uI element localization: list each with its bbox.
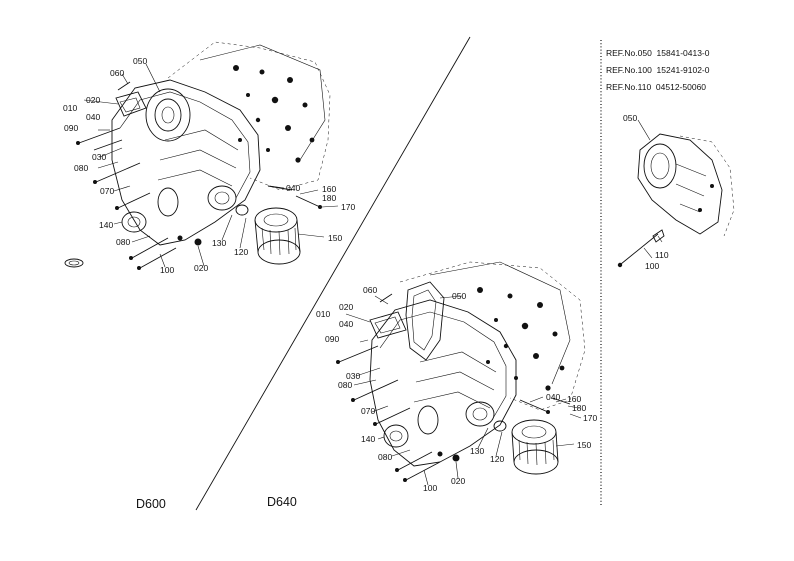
ref-note: REF.No.100 15241-9102-0 [606,65,710,75]
callout-label: 140 [361,434,375,444]
callout-label: 070 [361,406,375,416]
callout-label: 030 [92,152,106,162]
model-label-left: D600 [136,497,166,511]
callout-label: 050 [452,291,466,301]
left-assembly: 010 020 040 060 050 090 030 080 070 140 … [63,41,355,275]
engine-block-texture [233,65,315,163]
callout-label: 070 [100,186,114,196]
callout-label: 020 [451,476,465,486]
callout-label: 040 [546,392,560,402]
callout-label: 080 [378,452,392,462]
callout-label: 050 [133,56,147,66]
callout-label: 040 [339,319,353,329]
callout-label: 110 [655,250,669,260]
callout-label: 080 [74,163,88,173]
callout-label: 130 [470,446,484,456]
callout-label: 040 [286,183,300,193]
left-o-ring [64,258,84,268]
callout-label: 100 [645,261,659,271]
model-label-right: D640 [267,495,297,509]
callout-label: 100 [160,265,174,275]
callout-label: 120 [490,454,504,464]
ref-note: REF.No.050 15841-0413-0 [606,48,710,58]
callout-label: 120 [234,247,248,257]
callout-label: 080 [116,237,130,247]
engine-block-texture [477,287,565,391]
left-leader-lines [83,63,339,268]
diagonal-divider [195,36,471,511]
right-bolts [336,293,571,482]
callout-label: 180 [572,403,586,413]
callout-label: 150 [577,440,591,450]
callout-label: 080 [338,380,352,390]
right-assembly: 060 050 010 020 040 090 030 080 070 140 … [316,261,597,493]
callout-label: 090 [325,334,339,344]
callout-label: 160 [567,394,581,404]
callout-label: 010 [316,309,330,319]
right-oil-filter [511,419,559,475]
right-leader-lines [345,295,582,486]
callout-label: 130 [212,238,226,248]
callout-label: 090 [64,123,78,133]
callout-label: 170 [341,202,355,212]
callout-label: 020 [86,95,100,105]
ref-notes: REF.No.050 15841-0413-0 REF.No.100 15241… [606,48,710,92]
callout-label: 030 [346,371,360,381]
callout-label: 180 [322,193,336,203]
inset-assembly: 050 110 100 [617,113,735,271]
callout-label: 150 [328,233,342,243]
callout-label: 020 [339,302,353,312]
callout-label: 100 [423,483,437,493]
callout-label: 060 [363,285,377,295]
callout-label: 060 [110,68,124,78]
callout-label: 040 [86,112,100,122]
callout-label: 050 [623,113,637,123]
callout-label: 160 [322,184,336,194]
left-oil-filter [254,207,301,265]
callout-label: 010 [63,103,77,113]
left-bolts [76,81,322,270]
ref-note: REF.No.110 04512-50060 [606,82,706,92]
callout-label: 140 [99,220,113,230]
callout-label: 020 [194,263,208,273]
callout-label: 170 [583,413,597,423]
